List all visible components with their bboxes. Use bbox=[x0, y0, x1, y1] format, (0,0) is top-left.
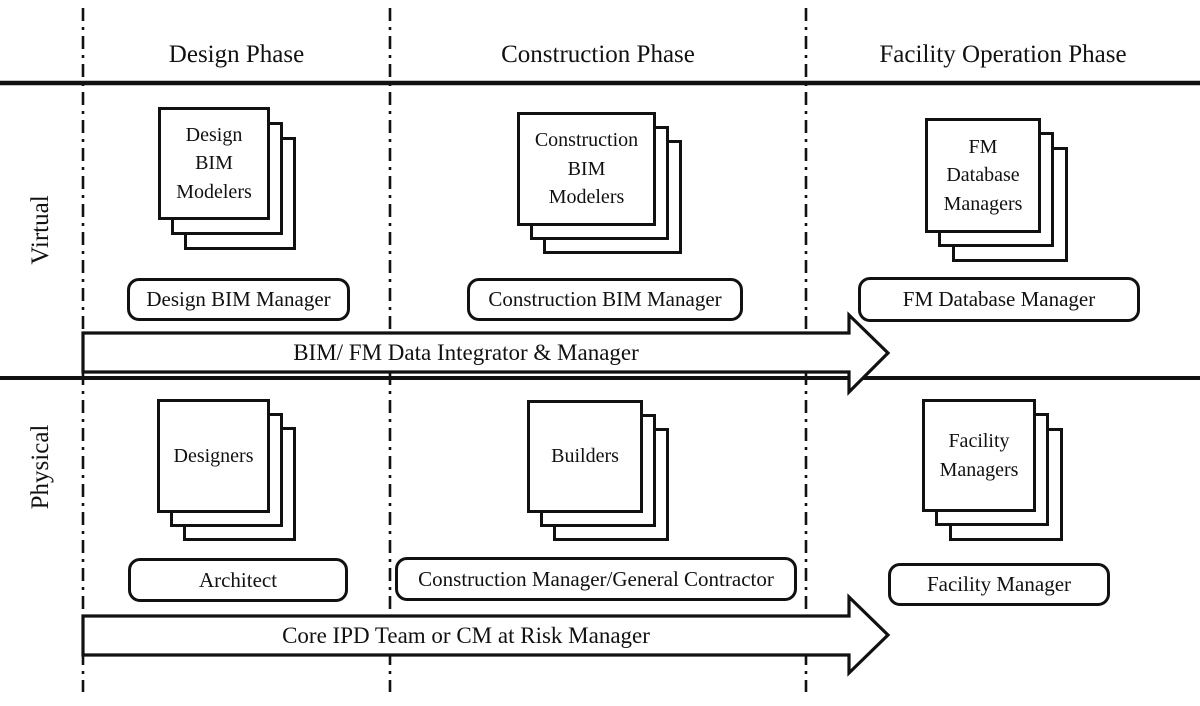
stack-label-line: Designers bbox=[173, 444, 254, 467]
stack-construction-bim-modelers: Construction BIM Modelers bbox=[517, 112, 682, 254]
stack-label-line: Builders bbox=[551, 445, 619, 468]
stack-label-line: Managers bbox=[939, 458, 1019, 481]
stack-design-bim-modelers: Design BIM Modelers bbox=[158, 107, 296, 250]
core-ipd-team-arrow bbox=[81, 593, 891, 677]
stack-front-sheet: Facility Managers bbox=[922, 399, 1036, 512]
stack-front-sheet: Builders bbox=[527, 400, 643, 513]
row-label-physical: Physical bbox=[27, 424, 54, 510]
stack-label-line: Modelers bbox=[548, 186, 625, 209]
stack-front-sheet: Designers bbox=[157, 399, 270, 513]
row-label-virtual: Virtual bbox=[27, 195, 54, 265]
stack-label-line: Facility bbox=[948, 430, 1010, 453]
phase-header-design: Design Phase bbox=[168, 41, 305, 68]
badge-facility-manager: Facility Manager bbox=[888, 563, 1110, 606]
stack-label-line: FM bbox=[968, 135, 998, 158]
badge-architect: Architect bbox=[128, 558, 348, 602]
stack-front-sheet: Design BIM Modelers bbox=[158, 107, 270, 220]
stack-designers: Designers bbox=[157, 399, 296, 541]
badge-construction-bim-manager: Construction BIM Manager bbox=[467, 278, 743, 321]
phase-header-facility-operation: Facility Operation Phase bbox=[879, 41, 1127, 68]
stack-fm-database-managers: FM Database Managers bbox=[925, 118, 1068, 262]
stack-label-line: Construction bbox=[534, 129, 639, 152]
phase-header-construction: Construction Phase bbox=[501, 41, 695, 68]
core-ipd-team-arrow-label: Core IPD Team or CM at Risk Manager bbox=[282, 622, 650, 648]
stack-builders: Builders bbox=[527, 400, 669, 541]
badge-construction-manager-general-contractor: Construction Manager/General Contractor bbox=[395, 557, 797, 601]
stack-label-line: Database bbox=[946, 164, 1020, 187]
bim-fm-integrator-arrow-label: BIM/ FM Data Integrator & Manager bbox=[293, 339, 639, 365]
stack-front-sheet: FM Database Managers bbox=[925, 118, 1041, 233]
stack-label-line: Design bbox=[185, 123, 243, 146]
stack-label-line: Modelers bbox=[176, 180, 252, 203]
stack-label-line: BIM bbox=[195, 152, 233, 175]
bim-fm-integrator-arrow bbox=[81, 311, 891, 396]
badge-fm-database-manager: FM Database Manager bbox=[858, 277, 1140, 322]
stack-facility-managers: Facility Managers bbox=[922, 399, 1063, 541]
badge-design-bim-manager: Design BIM Manager bbox=[127, 278, 350, 321]
stack-label-line: BIM bbox=[567, 157, 606, 180]
stack-front-sheet: Construction BIM Modelers bbox=[517, 112, 656, 226]
stack-label-line: Managers bbox=[943, 192, 1023, 215]
